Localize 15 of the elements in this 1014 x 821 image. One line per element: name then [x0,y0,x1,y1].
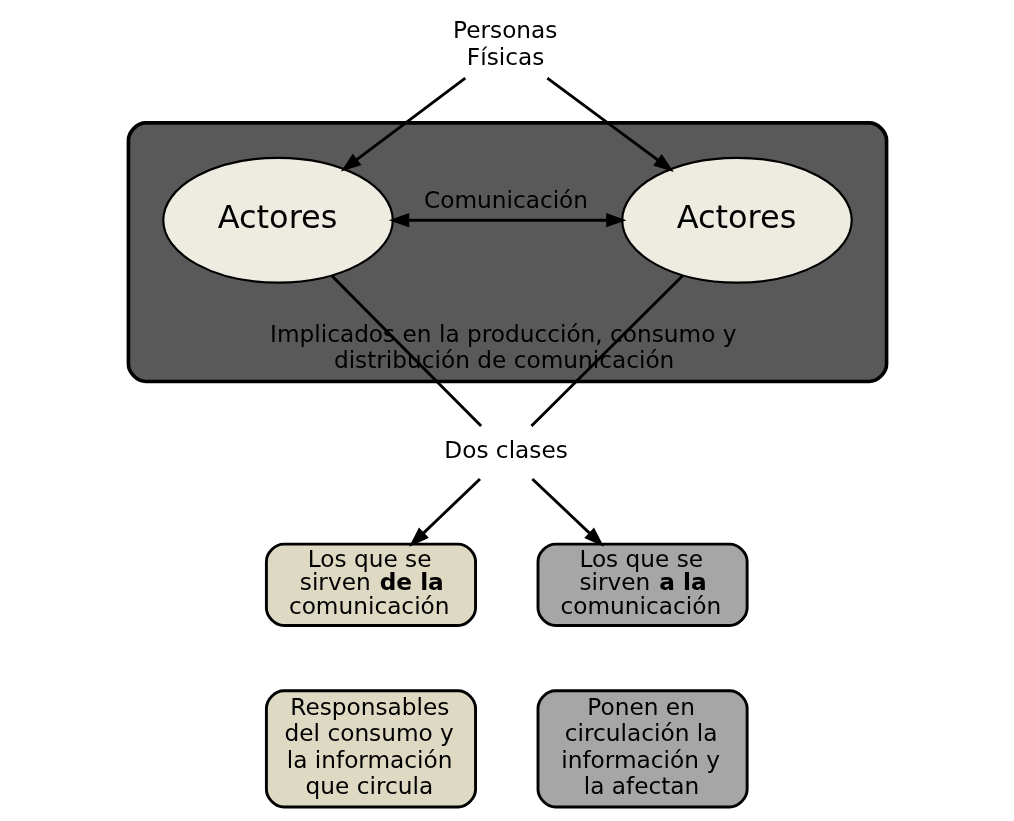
node-text: Dos clases [443,436,568,464]
node-box: Ponen en circulación la información y la afectan [536,689,749,809]
node-text: Personas Físicas [452,16,557,70]
arrow [530,477,604,547]
arrow [340,76,466,172]
node-ellipse: Actores [161,156,394,284]
node-box: Los que se sirven de la comunicación [264,542,477,627]
arrow [408,477,481,547]
node-box: Los que se sirven a la comunicación [536,542,749,627]
edge-label: Comunicación [423,186,588,214]
connector [330,275,482,428]
connector [529,274,684,427]
node-box: Responsables del consumo y la información que circula [264,689,477,809]
arrow [545,76,674,172]
arrow [388,213,626,228]
